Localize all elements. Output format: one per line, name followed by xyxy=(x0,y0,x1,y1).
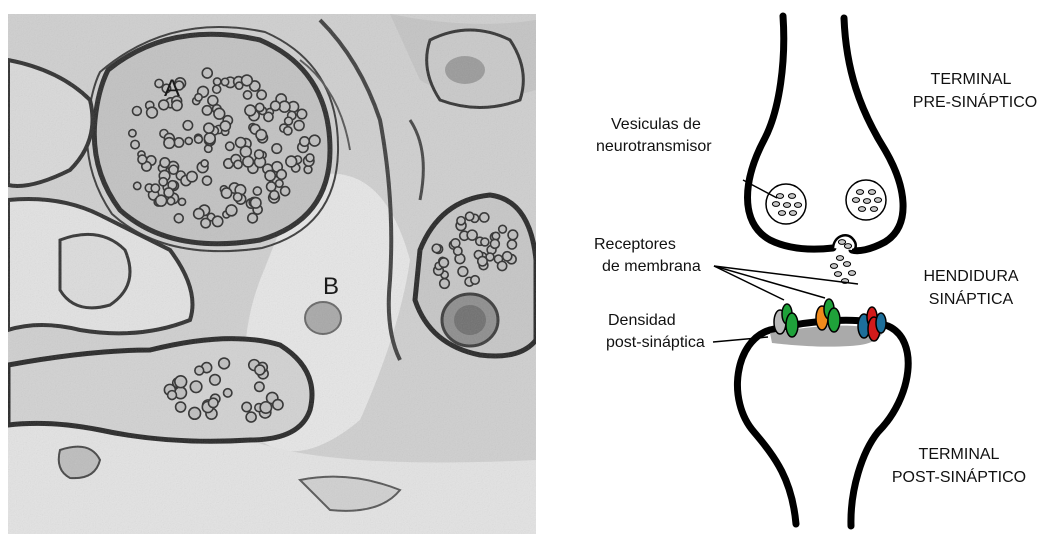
neurotransmitter-dot xyxy=(783,203,790,208)
synapse-schematic: Vesiculas de neurotransmisor Receptores … xyxy=(594,16,1037,526)
neurotransmitter-dot xyxy=(843,262,850,267)
neurotransmitter-dot xyxy=(852,198,859,203)
vesicles-label-line1: Vesiculas de xyxy=(611,116,701,133)
cleft-label-line2: SINÁPTICA xyxy=(929,289,1014,308)
neurotransmitter-dot xyxy=(863,199,870,204)
density-leader-line xyxy=(713,337,768,342)
receptor-green xyxy=(828,308,840,332)
density-label-line1: Densidad xyxy=(608,312,676,329)
neurotransmitter-dot xyxy=(838,240,845,245)
label-b: B xyxy=(323,273,339,300)
neurotransmitter-dot xyxy=(834,272,841,277)
neurotransmitter-dot xyxy=(870,207,877,212)
neurotransmitter-dot xyxy=(776,194,783,199)
neurotransmitter-dot xyxy=(844,244,851,249)
label-a: A xyxy=(164,75,180,102)
receptors-label-line2: de membrana xyxy=(602,258,701,275)
pre-terminal-label-line2: PRE-SINÁPTICO xyxy=(913,92,1037,111)
neurotransmitter-dot xyxy=(868,190,875,195)
receptors-label-line1: Receptores xyxy=(594,236,676,253)
released-neurotransmitter xyxy=(830,256,855,284)
neurotransmitter-dot xyxy=(836,256,843,261)
vesicles-label-line2: neurotransmisor xyxy=(596,138,712,155)
cleft-label-line1: HENDIDURA xyxy=(923,268,1018,285)
receptor-blue xyxy=(876,313,886,333)
neurotransmitter-dot xyxy=(789,211,796,216)
neurotransmitter-dot xyxy=(772,202,779,207)
density-label-line2: post-sináptica xyxy=(606,334,705,351)
electron-micrograph: A B xyxy=(8,14,536,534)
pre-terminal-label-line1: TERMINAL xyxy=(931,71,1012,88)
post-terminal-label-line1: TERMINAL xyxy=(919,446,1000,463)
neurotransmitter-dot xyxy=(858,207,865,212)
neurotransmitter-dot xyxy=(778,211,785,216)
neurotransmitter-dot xyxy=(830,264,837,269)
neurotransmitter-dot xyxy=(856,190,863,195)
neurotransmitter-dot xyxy=(788,194,795,199)
postsynaptic-membrane xyxy=(737,330,796,524)
post-terminal-label-line2: POST-SINÁPTICO xyxy=(892,467,1026,486)
neurotransmitter-dot xyxy=(874,198,881,203)
neurotransmitter-dot xyxy=(848,271,855,276)
receptor-green xyxy=(786,313,798,337)
neurotransmitter-dot xyxy=(794,203,801,208)
